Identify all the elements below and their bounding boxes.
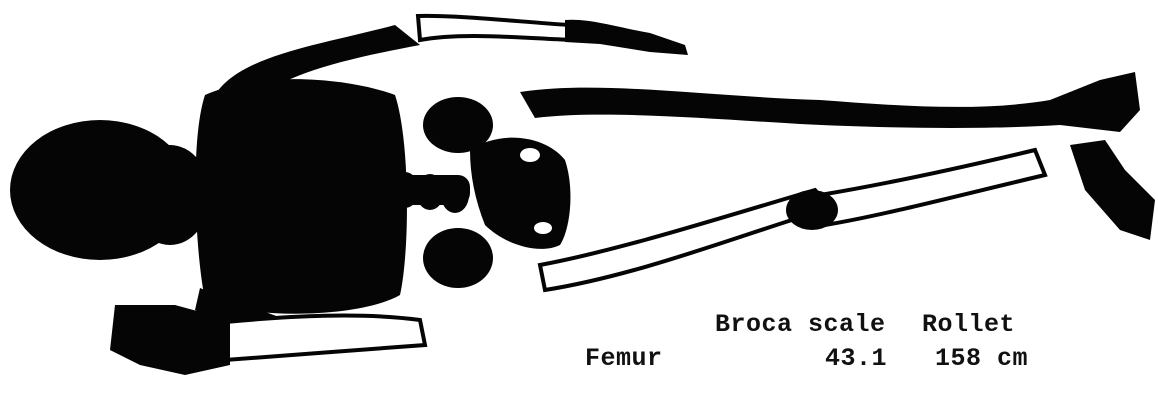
upper-leg-icon xyxy=(520,72,1140,132)
table-row-rollet: 158 cm xyxy=(935,344,1028,373)
table-header-broca: Broca scale xyxy=(715,310,886,339)
lower-leg-icon xyxy=(540,140,1155,290)
ribcage-icon xyxy=(196,79,407,314)
table-header-rollet: Rollet xyxy=(922,310,1015,339)
table-row-broca: 43.1 xyxy=(825,344,887,373)
table-row-bone: Femur xyxy=(585,344,663,373)
